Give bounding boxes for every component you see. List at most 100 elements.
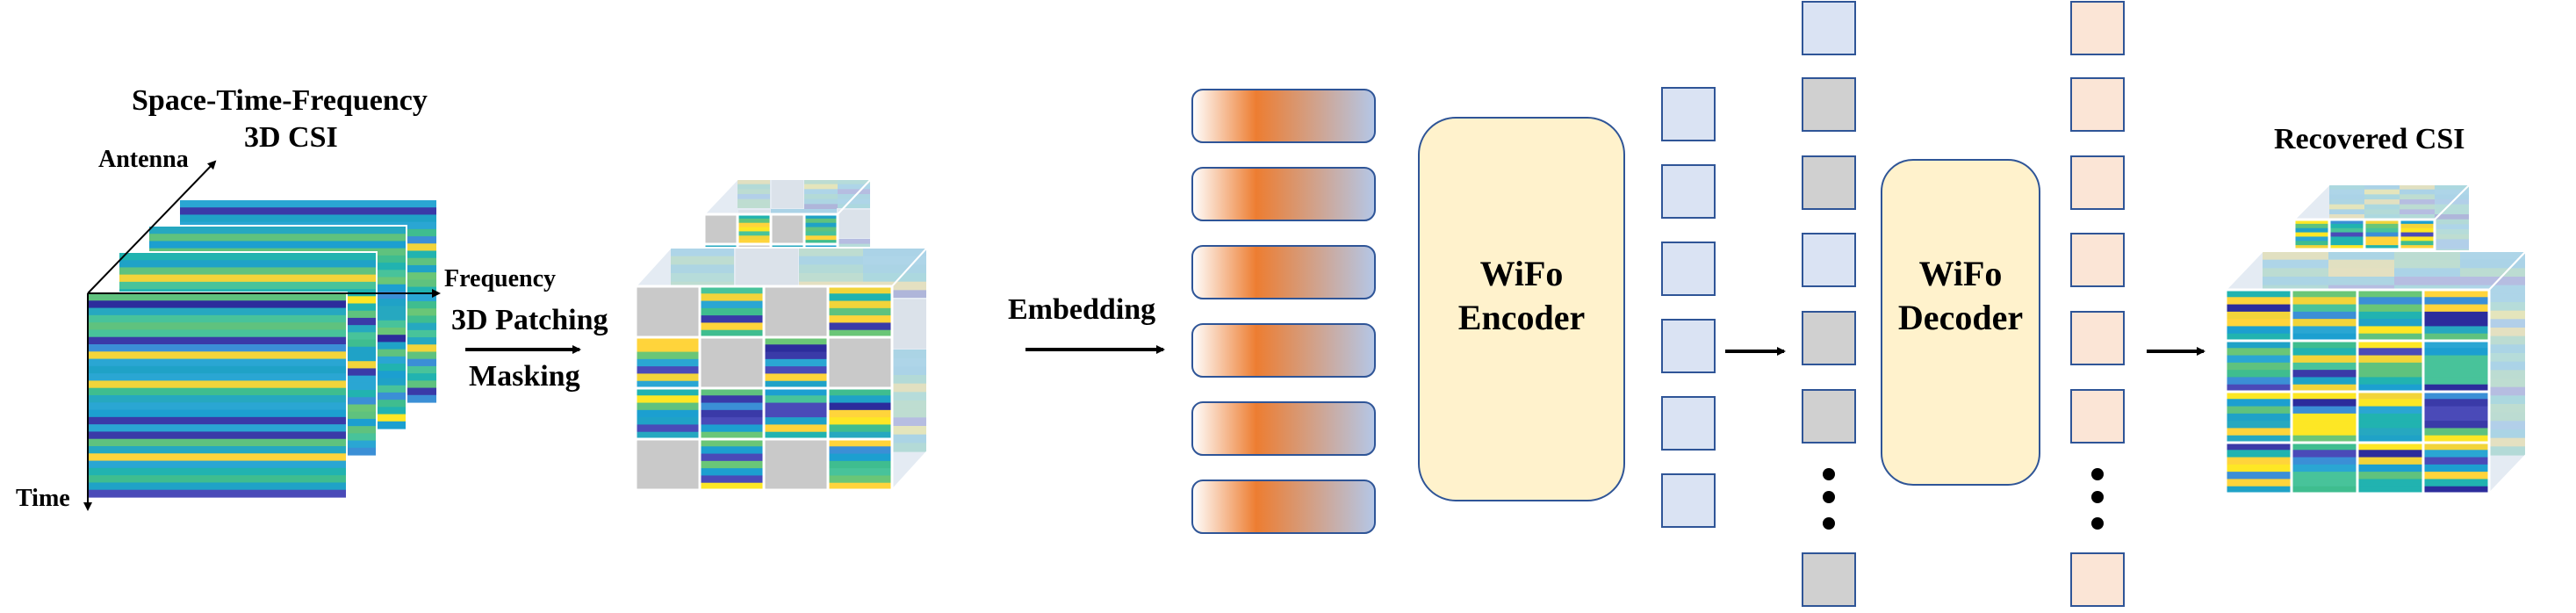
csi-stripe [828, 300, 892, 309]
csi-stripe [2292, 428, 2357, 436]
csi-stripe [2423, 348, 2489, 357]
csi-stripe [700, 439, 764, 447]
decoder-output-token-out [2070, 311, 2125, 365]
csi-stripe [2423, 457, 2489, 465]
csi-stripe [2292, 472, 2357, 480]
csi-stripe [180, 207, 436, 216]
csi-stripe [88, 307, 346, 316]
csi-stripe [2226, 362, 2292, 371]
csi-stripe [2292, 486, 2357, 494]
csi-stripe [2357, 399, 2423, 407]
csi-stripe [2357, 472, 2423, 480]
csi-stripe [2423, 421, 2489, 429]
csi-stripe [2292, 413, 2357, 422]
csi-stripe [2292, 464, 2357, 472]
csi-stripe [636, 388, 700, 396]
csi-stripe [2357, 406, 2423, 415]
csi-stripe [2423, 297, 2489, 306]
csi-stripe [88, 475, 346, 484]
csi-stripe [2292, 435, 2357, 444]
csi-stripe [2357, 428, 2423, 436]
patch-front-masked-patch [634, 437, 702, 492]
csi-stripe [2364, 245, 2400, 250]
patch-front-side-face [891, 245, 928, 493]
recovered-front-patch [2423, 392, 2489, 444]
csi-stripe [828, 453, 892, 462]
csi-stripe [2357, 297, 2423, 306]
csi-stripe [2292, 384, 2357, 393]
csi-stripe [2364, 236, 2400, 242]
decoder-output-token-out [2070, 1, 2125, 55]
patched-masked-cube [633, 177, 930, 493]
encoder-label-line1: WiFo [1479, 254, 1564, 293]
csi-stripe [88, 438, 346, 447]
csi-stripe [636, 380, 700, 389]
csi-stripe [738, 222, 771, 228]
csi-slice [88, 293, 346, 498]
csi-stripe [88, 402, 346, 411]
patch-front-visible-patch [828, 388, 892, 440]
decoder-input-token-visible [1802, 233, 1856, 287]
csi-stripe [88, 453, 346, 462]
csi-stripe [2423, 392, 2489, 400]
csi-stripe [704, 244, 738, 249]
patch-front-masked-patch [826, 335, 894, 390]
recovered-front-side-face [2488, 249, 2527, 496]
csi-stripe [2292, 348, 2357, 357]
csi-stripe [2357, 304, 2423, 313]
csi-stripe [2364, 223, 2400, 229]
csi-stripe [88, 460, 346, 469]
csi-stripe [2294, 220, 2329, 225]
encoder-decoder-blocks [1418, 117, 2040, 501]
csi-stripe [2357, 384, 2423, 393]
csi-stripe [2226, 392, 2292, 400]
patch-front-masked-patch [634, 285, 702, 339]
csi-stripe [2357, 443, 2423, 451]
csi-stripe [2226, 406, 2292, 415]
patch-front-masked-patch [698, 335, 766, 390]
decoder-input-ellipsis-dot [1823, 468, 1835, 480]
csi-stripe [2226, 348, 2292, 357]
csi-stripe [2357, 290, 2423, 298]
patch-front-visible-patch [700, 439, 764, 491]
csi-stripe [828, 482, 892, 491]
axis-frequency-label: Frequency [444, 265, 557, 292]
csi-stripe [2226, 355, 2292, 364]
csi-stripe [738, 218, 771, 224]
csi-stripe [2357, 486, 2423, 494]
csi-stripe [828, 307, 892, 316]
csi-stripe [2423, 362, 2489, 371]
csi-stripe [764, 380, 828, 389]
wifo-decoder-block [1881, 159, 2040, 486]
csi-stripe [2357, 435, 2423, 444]
csi-stripe [2226, 443, 2292, 451]
csi-stripe [828, 409, 892, 418]
csi-stripe [2226, 326, 2292, 335]
patch-front-visible-patch [636, 337, 700, 389]
csi-stripe [2423, 428, 2489, 436]
embedding-label: Embedding [1008, 293, 1156, 326]
csi-stripe [764, 417, 828, 426]
csi-stripe [2357, 370, 2423, 379]
csi-stripe [2400, 236, 2435, 242]
encoder-label-line2: Encoder [1457, 298, 1586, 337]
csi-stripe [636, 337, 700, 345]
csi-stripe [2423, 319, 2489, 328]
csi-stripe [88, 365, 346, 374]
decoder-output-ellipsis-dot [2091, 517, 2104, 530]
csi-stripe [88, 351, 346, 360]
csi-stripe [738, 231, 771, 236]
axis-time-label: Time [16, 485, 70, 512]
csi-stripe [2357, 457, 2423, 465]
patch-front-visible-patch [764, 388, 828, 440]
csi-stripe [2423, 355, 2489, 364]
recovered-front-patch [2226, 392, 2292, 444]
csi-stripe [2226, 399, 2292, 407]
csi-stripe [764, 344, 828, 353]
csi-stripe [2226, 435, 2292, 444]
csi-stripe [2329, 227, 2364, 234]
csi-stripe [700, 453, 764, 462]
csi-stripe [700, 322, 764, 331]
csi-stripe [2364, 227, 2400, 234]
